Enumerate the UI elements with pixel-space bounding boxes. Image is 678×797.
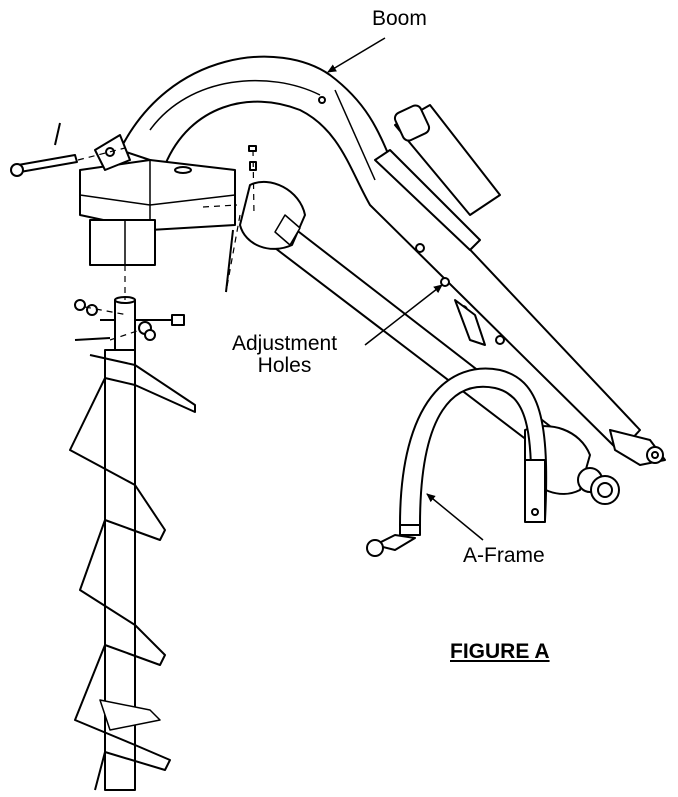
adjustment-holes-label-line1: Adjustment: [232, 332, 338, 355]
a-frame-leader-arrow: [426, 493, 484, 541]
a-frame: [399, 367, 548, 536]
hydraulic-cylinder: [374, 104, 501, 251]
adjustment-holes: [415, 243, 505, 346]
a-frame-label: A-Frame: [463, 544, 545, 567]
hitch-pin-left: [10, 122, 78, 177]
auger-flighting: [69, 354, 196, 791]
boom-label: Boom: [372, 7, 427, 30]
adjustment-holes-label: Adjustment Holes: [232, 332, 338, 378]
boom-leader-arrow: [327, 37, 386, 73]
figure-caption: FIGURE A: [450, 640, 550, 663]
drive-shaft: [239, 180, 556, 451]
lower-lift-pin: [366, 534, 416, 557]
gearbox: [79, 134, 236, 266]
adjustment-holes-label-line2: Holes: [257, 354, 312, 378]
adjustment-holes-leader-arrow: [364, 284, 443, 346]
boom-end-pivot: [609, 429, 666, 466]
leader-arrows: [327, 37, 484, 541]
assembly-dashes: [77, 147, 255, 341]
auger-bolts: [74, 299, 185, 341]
boom-arm: [119, 55, 641, 453]
